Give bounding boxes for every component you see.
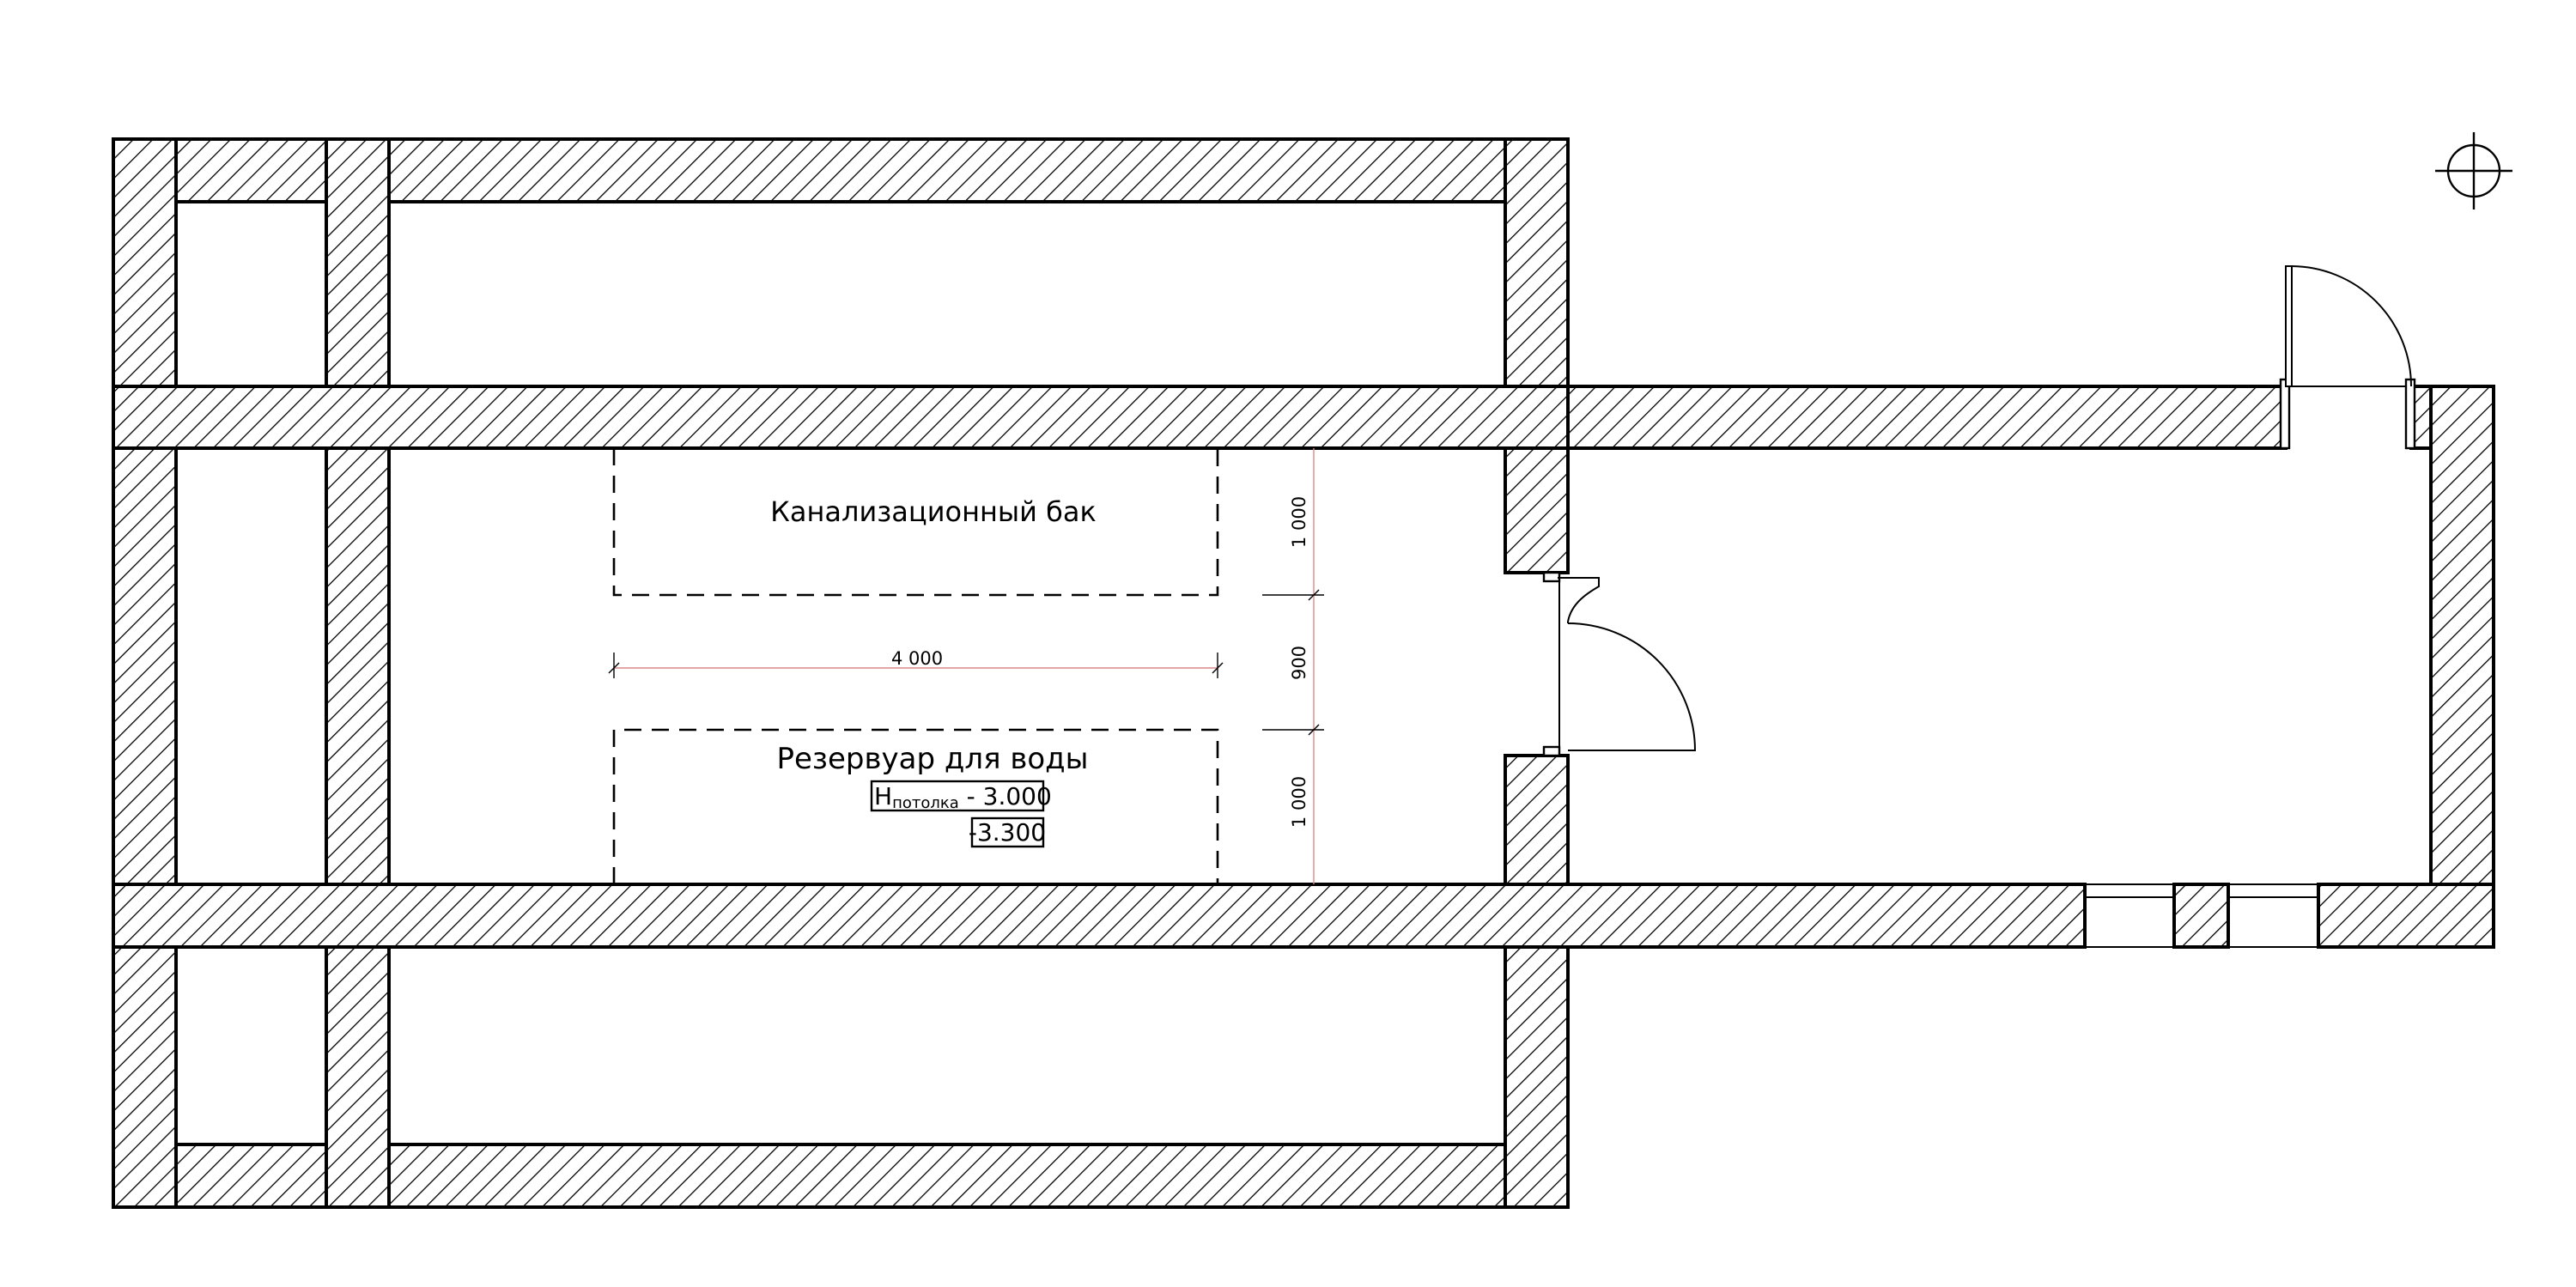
annex-wall-top bbox=[1566, 385, 2287, 450]
window-2 bbox=[2227, 883, 2319, 948]
wall-right-upper bbox=[1504, 137, 1570, 574]
annex-wall-right bbox=[2429, 385, 2495, 949]
dimension-vertical-chain: 1 000 900 1 000 bbox=[1262, 448, 1324, 884]
inner-door bbox=[1542, 571, 1697, 757]
dimension-gap-label: 900 bbox=[1289, 646, 1309, 680]
ceiling-elevation-label: Hпотолка - 3.000 bbox=[874, 782, 1052, 812]
annex-wall-pier bbox=[2172, 883, 2230, 949]
entrance-door bbox=[2279, 265, 2416, 450]
water-tank-outline bbox=[612, 728, 1219, 884]
elevation-marks: Hпотолка - 3.000 -3.300 bbox=[870, 780, 1052, 848]
annex-walls bbox=[1566, 385, 2495, 949]
left-block-walls bbox=[112, 137, 2087, 1209]
wall-right-lower bbox=[1504, 754, 1570, 1209]
tanks: Канализационный бак Резервуар для воды bbox=[612, 448, 1219, 884]
dimension-tank-length-label: 4 000 bbox=[891, 648, 943, 669]
annex-wall-bottom-right bbox=[2317, 883, 2495, 949]
sewage-tank-label: Канализационный бак bbox=[770, 495, 1097, 528]
wall-inner-lower bbox=[112, 883, 2087, 949]
ceiling-elevation-box bbox=[870, 780, 1045, 812]
water-tank-label: Резервуар для воды bbox=[776, 742, 1088, 776]
sewage-tank-outline bbox=[612, 448, 1219, 597]
wall-inner-upper bbox=[112, 385, 1570, 450]
floor-elevation-box bbox=[970, 817, 1045, 848]
dimension-bottom-tank-label: 1 000 bbox=[1289, 776, 1309, 828]
crosshair-icon bbox=[2435, 132, 2512, 209]
window-openings bbox=[2084, 883, 2319, 948]
floor-elevation-label: -3.300 bbox=[969, 818, 1046, 847]
wall-column bbox=[325, 137, 391, 1209]
window-1 bbox=[2084, 883, 2175, 948]
wall-left bbox=[112, 137, 178, 1209]
dimension-tank-length: 4 000 bbox=[608, 648, 1224, 678]
dimension-top-tank-label: 1 000 bbox=[1289, 496, 1309, 548]
